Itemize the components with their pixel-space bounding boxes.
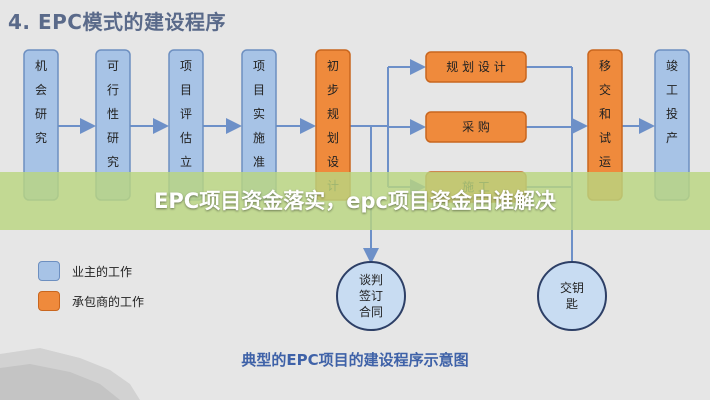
phase-box-char: 究 bbox=[35, 130, 47, 145]
phase-box-char: 交 bbox=[599, 82, 611, 97]
legend: 业主的工作 承包商的工作 bbox=[38, 260, 144, 320]
milestone-label-line: 匙 bbox=[566, 297, 578, 311]
phase-box-char: 准 bbox=[253, 155, 265, 169]
connector-layer bbox=[58, 59, 655, 264]
phase-box-char: 工 bbox=[666, 83, 678, 97]
contractor-swatch bbox=[38, 291, 60, 311]
legend-label-owner: 业主的工作 bbox=[72, 264, 133, 279]
phase-box-char: 投 bbox=[666, 106, 678, 121]
parallel-box-procurement: 采 购 bbox=[425, 111, 527, 143]
legend-item-contractor: 承包商的工作 bbox=[38, 290, 144, 312]
banner-text: EPC项目资金落实，epc项目资金由谁解决 bbox=[154, 189, 556, 213]
milestone-label-line: 合同 bbox=[359, 304, 383, 319]
parallel-box-planning: 规 划 设 计 bbox=[425, 51, 527, 83]
corner-decoration bbox=[0, 348, 140, 400]
phase-box-char: 估 bbox=[180, 131, 192, 145]
diagram-caption: 典型的EPC项目的建设程序示意图 bbox=[241, 351, 469, 369]
phase-box-char: 产 bbox=[666, 131, 678, 145]
phase-box-char: 和 bbox=[599, 107, 611, 121]
milestone-handover: 交钥匙 bbox=[537, 261, 607, 331]
milestone-label-line: 谈判 bbox=[359, 273, 383, 287]
phase-box-char: 规 bbox=[327, 106, 339, 121]
phase-box-char: 移 bbox=[599, 59, 611, 73]
phase-box-char: 可 bbox=[107, 59, 119, 73]
phase-box-char: 步 bbox=[327, 83, 339, 97]
overlay-banner: EPC项目资金落实，epc项目资金由谁解决 bbox=[0, 172, 710, 230]
phase-box-char: 实 bbox=[253, 106, 265, 121]
phase-box-char: 运 bbox=[599, 155, 611, 169]
milestone-label-line: 签订 bbox=[359, 288, 383, 303]
box-layer: 机会研究可行性研究项目评估立项目实施准初步规划设计移交和试运竣工投产规 划 设 … bbox=[23, 49, 690, 331]
phase-box-char: 性 bbox=[107, 107, 119, 121]
milestone-label-line: 交钥 bbox=[560, 280, 584, 295]
phase-box-char: 研 bbox=[35, 107, 47, 121]
phase-box-char: 究 bbox=[107, 154, 119, 169]
legend-label-contractor: 承包商的工作 bbox=[72, 294, 145, 309]
phase-box-char: 机 bbox=[35, 59, 47, 73]
phase-box-char: 研 bbox=[107, 131, 119, 145]
phase-box-char: 施 bbox=[253, 131, 265, 145]
parallel-box-label: 采 购 bbox=[462, 119, 490, 134]
parallel-box-label: 规 划 设 计 bbox=[446, 59, 505, 74]
phase-box-char: 划 bbox=[327, 131, 339, 145]
phase-box-char: 会 bbox=[35, 83, 47, 97]
phase-box-char: 试 bbox=[599, 130, 611, 145]
phase-box-char: 竣 bbox=[666, 58, 678, 73]
phase-box-char: 项 bbox=[253, 59, 265, 73]
phase-box-char: 立 bbox=[180, 154, 192, 169]
phase-box-char: 行 bbox=[107, 83, 119, 97]
phase-box-char: 初 bbox=[327, 59, 339, 73]
phase-box-char: 评 bbox=[180, 107, 192, 121]
diagram-title: 4. EPC模式的建设程序 bbox=[8, 10, 226, 34]
phase-box-char: 目 bbox=[253, 83, 265, 97]
phase-box-char: 设 bbox=[327, 155, 339, 169]
legend-item-owner: 业主的工作 bbox=[38, 260, 144, 282]
owner-swatch bbox=[38, 261, 60, 281]
phase-box-char: 目 bbox=[180, 83, 192, 97]
phase-box-char: 项 bbox=[180, 59, 192, 73]
